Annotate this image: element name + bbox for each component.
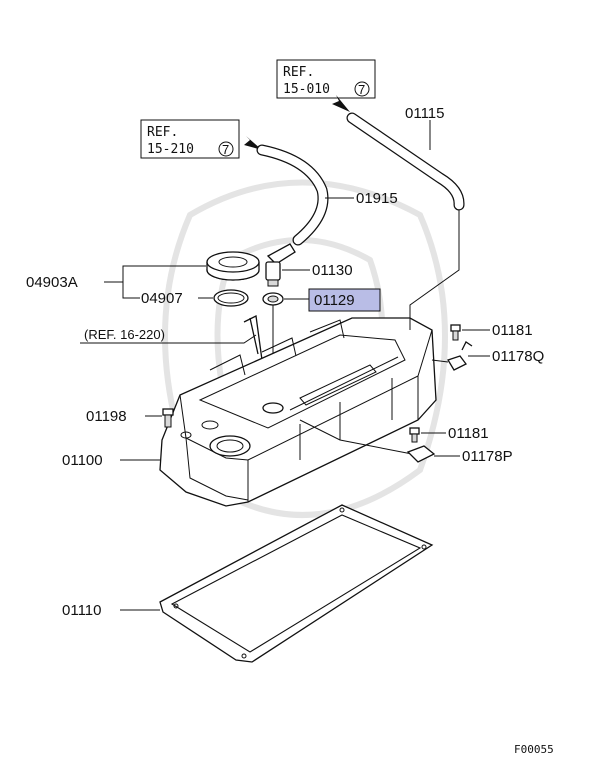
label-01181-lower[interactable]: 01181 <box>448 425 489 442</box>
ref-15-010-title: REF. <box>283 65 314 80</box>
label-04907[interactable]: 04907 <box>141 290 183 307</box>
leader-01115-install <box>409 210 460 330</box>
ref-box-15-210[interactable]: REF. 15-210 7 <box>140 119 240 159</box>
label-01130[interactable]: 01130 <box>312 262 353 279</box>
label-01198[interactable]: 01198 <box>86 408 127 425</box>
leader-ref-16-220 <box>80 334 257 344</box>
ref-box-15-010[interactable]: REF. 15-010 7 <box>276 59 376 99</box>
ref-15-210-circle-num: 7 <box>222 142 229 157</box>
ref-15-010-circle-num: 7 <box>358 82 365 97</box>
arrow-to-ref-15-010 <box>332 95 350 112</box>
bolt-01181-lower[interactable] <box>409 427 420 443</box>
highlight-01129[interactable] <box>308 288 381 312</box>
clip-01178Q[interactable] <box>447 341 473 371</box>
hose-01115[interactable] <box>346 112 465 211</box>
rocker-cover-01100[interactable] <box>159 317 437 507</box>
label-01115[interactable]: 01115 <box>405 105 445 122</box>
label-01915[interactable]: 01915 <box>356 190 398 207</box>
figure-code: F00055 <box>514 743 554 756</box>
bolt-01181-upper[interactable] <box>450 324 461 341</box>
arrow-to-ref-15-210 <box>244 136 262 150</box>
label-04903A[interactable]: 04903A <box>26 274 78 291</box>
clip-01178P[interactable] <box>406 445 436 463</box>
label-01110[interactable]: 01110 <box>62 602 102 619</box>
label-01178P[interactable]: 01178P <box>462 448 513 465</box>
ref-16-220-label[interactable]: (REF. 16-220) <box>84 327 165 342</box>
ref-15-210-title: REF. <box>147 125 178 140</box>
cap-gasket-04907[interactable] <box>213 289 249 307</box>
pcv-valve-01130[interactable] <box>265 243 296 287</box>
label-01178Q[interactable]: 01178Q <box>492 348 544 365</box>
grommet-01129[interactable] <box>262 292 284 306</box>
install-line-01178P <box>299 419 413 455</box>
ref-15-210-number: 15-210 <box>147 142 194 157</box>
install-line-01178Q <box>431 359 449 363</box>
label-01129[interactable]: 01129 <box>314 292 355 309</box>
bolt-01198[interactable] <box>162 408 174 428</box>
ref-15-010-number: 15-010 <box>283 82 330 97</box>
hose-01915[interactable] <box>256 144 329 246</box>
cover-gasket-01110[interactable] <box>159 504 434 663</box>
label-01181-upper[interactable]: 01181 <box>492 322 533 339</box>
label-01100[interactable]: 01100 <box>62 452 103 469</box>
oil-filler-cap[interactable] <box>206 251 260 281</box>
